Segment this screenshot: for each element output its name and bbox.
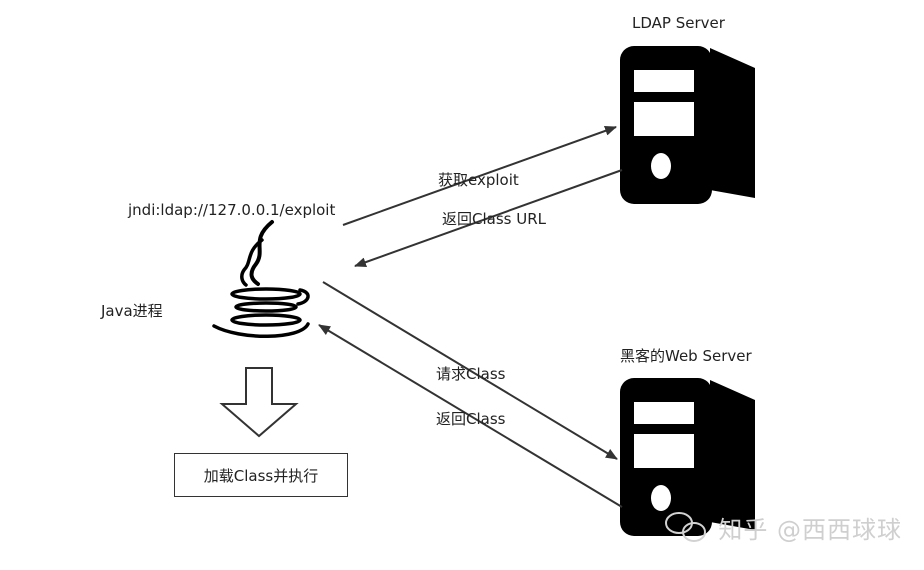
watermark-text: 知乎 @西西球球 xyxy=(718,516,902,544)
ldap-server-label: LDAP Server xyxy=(632,14,725,32)
arrow-return-class xyxy=(318,324,623,508)
get-exploit-label: 获取exploit xyxy=(438,171,519,189)
watermark-logo-icon xyxy=(665,512,706,542)
web-server-icon xyxy=(620,378,755,536)
arrow-request-class xyxy=(322,281,618,460)
arrow-get-exploit xyxy=(342,126,617,226)
down-arrow-icon xyxy=(219,367,299,438)
load-and-execute-label: 加载Class并执行 xyxy=(203,466,319,485)
jndi-url-label: jndi:ldap://127.0.0.1/exploit xyxy=(128,201,336,219)
return-class-label: 返回Class xyxy=(436,410,506,428)
java-process-label: Java进程 xyxy=(101,302,163,320)
web-server-label: 黑客的Web Server xyxy=(620,347,752,365)
request-class-label: 请求Class xyxy=(436,365,506,383)
arrow-return-class-url xyxy=(354,169,623,267)
ldap-server-icon xyxy=(620,46,755,204)
return-class-url-label: 返回Class URL xyxy=(442,210,546,228)
load-and-execute-box: 加载Class并执行 xyxy=(174,453,348,497)
java-logo-icon xyxy=(212,220,310,338)
